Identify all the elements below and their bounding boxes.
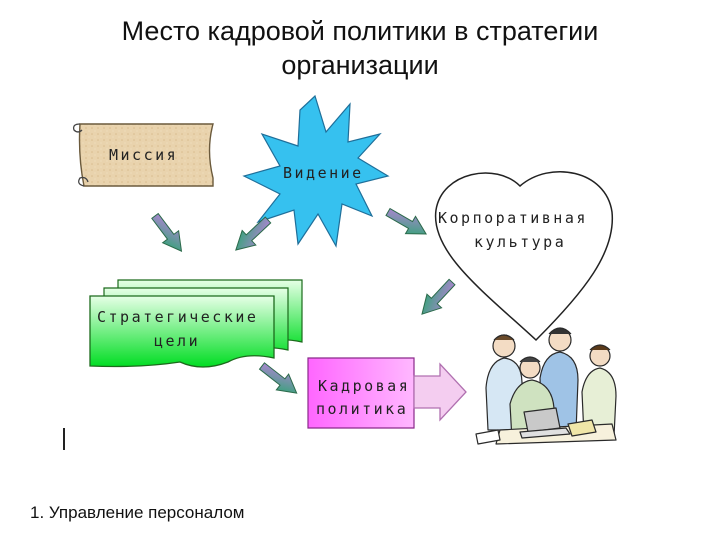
arrow-vision-to-goals bbox=[235, 216, 272, 251]
slide-title: Место кадровой политики в стратегии орга… bbox=[80, 14, 640, 82]
arrow-goals-to-policy bbox=[258, 362, 298, 394]
policy-label-line-1: Кадровая bbox=[318, 377, 410, 395]
mission-scroll-curl-top bbox=[72, 123, 83, 133]
vision-label: Видение bbox=[283, 164, 364, 182]
arrow-culture-to-policy bbox=[421, 278, 456, 315]
goals-page-front bbox=[89, 295, 275, 368]
arrow-vision-to-culture bbox=[385, 207, 427, 235]
mission-node: Миссия bbox=[72, 123, 214, 187]
slide-title-line-1: Место кадровой политики в стратегии bbox=[121, 16, 599, 46]
culture-node: Корпоративная культура bbox=[434, 171, 614, 342]
vision-node: Видение bbox=[242, 94, 390, 248]
culture-label-line-1: Корпоративная bbox=[438, 209, 588, 227]
goals-label-line-2: цели bbox=[154, 332, 200, 350]
policy-to-people-arrow bbox=[413, 362, 467, 422]
culture-heart-shape bbox=[434, 171, 614, 342]
goals-label-line-1: Стратегические bbox=[97, 308, 258, 326]
vision-star-shape bbox=[242, 94, 390, 248]
policy-box-shape bbox=[307, 357, 415, 429]
mission-label: Миссия bbox=[109, 146, 178, 164]
mission-scroll-curl-bottom bbox=[78, 176, 89, 187]
mission-scroll-shape bbox=[78, 123, 214, 187]
text-cursor-bar bbox=[63, 428, 65, 450]
policy-label-line-2: политика bbox=[316, 400, 408, 418]
slide-footer: 1. Управление персоналом bbox=[30, 503, 245, 522]
slide-title-line-2: организации bbox=[281, 50, 439, 80]
goals-node: Стратегические цели bbox=[89, 279, 303, 368]
people-group-illustration bbox=[475, 327, 617, 445]
arrow-mission-to-goals bbox=[151, 212, 183, 252]
culture-label-line-2: культура bbox=[474, 233, 566, 251]
policy-node: Кадровая политика bbox=[307, 357, 415, 429]
